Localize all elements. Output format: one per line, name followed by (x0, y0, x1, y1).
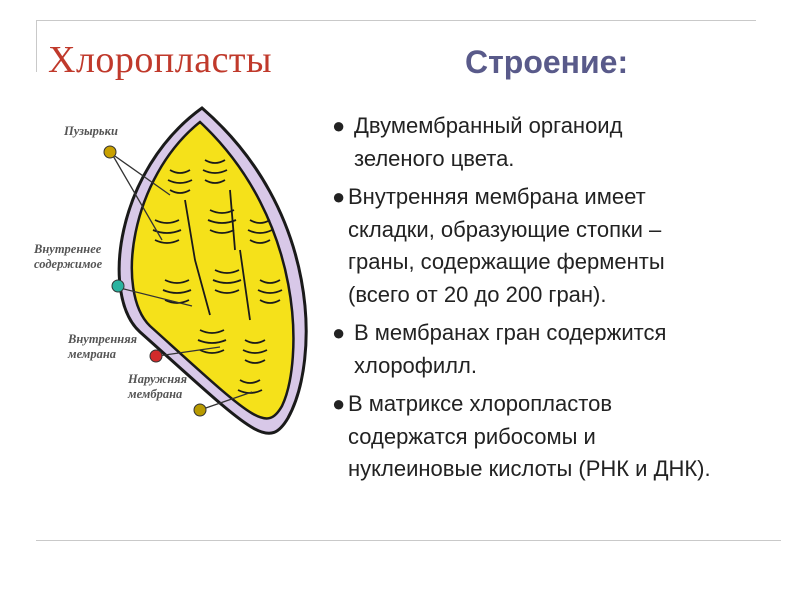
inner-membrane-shape (130, 120, 295, 420)
label-outer-membrane-line2: мембрана (128, 387, 183, 401)
bullet-text: В мембранах гран содержится (354, 320, 667, 345)
bullet-text: Двумембранный органоид (354, 113, 623, 138)
leader-line-inner-membrane (157, 346, 221, 357)
bottom-divider (36, 540, 781, 541)
structure-bullet-list: ● Двумембранный органоид зеленого цвета.… (332, 110, 787, 492)
label-inner-content-line2: содержимое (34, 257, 103, 271)
chloroplast-illustration (103, 106, 308, 435)
slide-subtitle: Строение: (465, 44, 629, 80)
pin-outer-membrane (193, 403, 207, 417)
pin-inner-content (111, 279, 125, 293)
slide-title: Хлоропласты (48, 39, 273, 81)
label-vesicles: Пузырьки (64, 124, 118, 138)
label-inner-membrane-line1: Внутренняя (68, 332, 138, 346)
bullet-text: хлорофилл. (354, 352, 477, 378)
bullet-text: (всего от 20 до 200 гран). (348, 281, 607, 307)
top-divider (36, 20, 756, 21)
chloroplast-diagram: Пузырьки Внутреннее содержимое Внутрення… (20, 100, 320, 540)
bullet-dot-icon: ● (332, 113, 346, 138)
bullet-text: граны, содержащие ферменты (348, 249, 665, 274)
label-inner-content-line1: Внутреннее (34, 242, 102, 256)
bullet-text: содержатся рибосомы и (348, 423, 596, 449)
leader-line-inner-content (119, 287, 193, 307)
grana-stacks (152, 159, 283, 394)
bullet-text: складки, образующие стопки – (348, 216, 662, 242)
bullet-dot-icon: ● (332, 184, 346, 209)
bullet-dot-icon: ● (332, 391, 346, 416)
pin-vesicles (103, 145, 117, 159)
pin-inner-membrane (149, 349, 163, 363)
bullet-item: ● В матриксе хлоропластов содержатся риб… (332, 388, 787, 486)
title-accent-bar (36, 20, 37, 72)
bullet-dot-icon: ● (332, 320, 346, 345)
bullet-text: нуклеиновые кислоты (РНК и ДНК). (348, 456, 711, 481)
label-outer-membrane-line1: Наружняя (128, 372, 188, 386)
bullet-text: зеленого цвета. (354, 145, 515, 171)
bullet-text: В матриксе хлоропластов (348, 391, 613, 416)
bullet-item: ● Внутренняя мембрана имеет складки, обр… (332, 181, 787, 311)
bullet-text: Внутренняя мембрана имеет (348, 184, 646, 209)
leader-line-vesicles (111, 153, 171, 241)
leader-line-outer-membrane (199, 391, 253, 411)
bullet-item: ● Двумембранный органоид зеленого цвета. (332, 110, 787, 175)
label-inner-membrane-line2: мемрана (68, 347, 117, 361)
bullet-item: ● В мембранах гран содержится хлорофилл. (332, 317, 787, 382)
